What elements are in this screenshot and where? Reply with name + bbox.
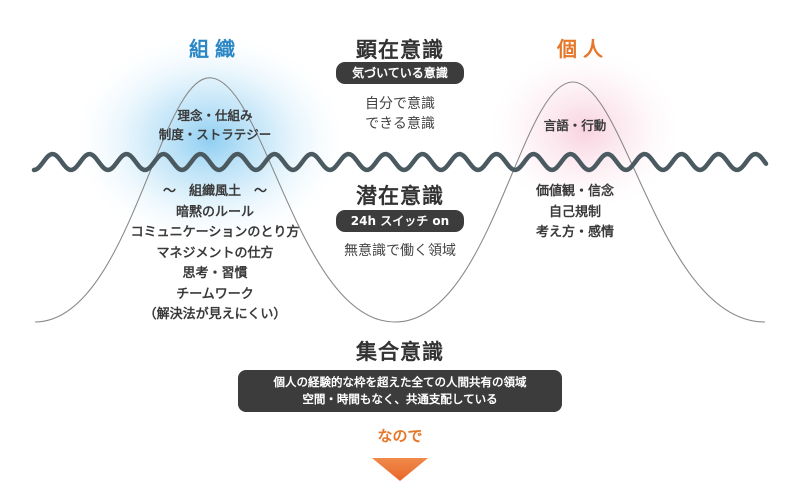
subconscious-tag: 24h スイッチ on bbox=[336, 210, 464, 232]
org-sub-line: 〜 組織風土 〜 bbox=[162, 184, 267, 199]
footer-text: なので bbox=[377, 427, 423, 445]
conscious-desc: 自分で意識 できる意識 bbox=[300, 94, 500, 134]
ind-sub-line: 価値観・信念 bbox=[535, 184, 614, 199]
collective-heading: 集合意識 bbox=[356, 340, 444, 364]
individual-title: 個人 bbox=[557, 37, 609, 61]
org-conscious-line: 制度・ストラテジー bbox=[158, 127, 272, 142]
subconscious-heading: 潜在意識 bbox=[356, 184, 444, 208]
collective-desc-box: 個人の経験的な枠を超えた全ての人間共有の領域 空間・時間もなく、共通支配している bbox=[238, 370, 562, 412]
wave-line bbox=[31, 151, 769, 173]
org-conscious-line: 理念・仕組み bbox=[177, 108, 253, 123]
individual-conscious-text: 言語・行動 bbox=[543, 118, 607, 133]
organization-conscious-text: 理念・仕組み 制度・ストラテジー bbox=[135, 106, 295, 144]
collective-desc-line: 空間・時間もなく、共通支配している bbox=[302, 392, 498, 406]
ind-sub-line: 自己規制 bbox=[548, 204, 601, 220]
org-sub-line: マネジメントの仕方 bbox=[156, 245, 274, 261]
organization-title: 組織 bbox=[189, 37, 241, 61]
individual-glow bbox=[490, 50, 680, 210]
ind-sub-line: 考え方・感情 bbox=[535, 225, 614, 240]
down-arrow-icon bbox=[372, 458, 428, 481]
conscious-tag: 気づいている意識 bbox=[336, 62, 464, 84]
organization-subconscious-text: 〜 組織風土 〜 暗黙のルール コミュニケーションのとり方 マネジメントの仕方 … bbox=[95, 182, 335, 326]
subconscious-desc: 無意識で働く領域 bbox=[344, 243, 456, 259]
mountain-curve bbox=[34, 77, 766, 323]
org-sub-line: チームワーク bbox=[176, 286, 254, 302]
collective-desc-line: 個人の経験的な枠を超えた全ての人間共有の領域 bbox=[273, 375, 527, 389]
organization-glow bbox=[75, 35, 345, 245]
individual-subconscious-text: 価値観・信念 自己規制 考え方・感情 bbox=[515, 182, 635, 244]
conscious-heading: 顕在意識 bbox=[356, 38, 444, 62]
conscious-desc-line: できる意識 bbox=[365, 116, 435, 132]
org-sub-line: 暗黙のルール bbox=[175, 204, 254, 220]
conscious-desc-line: 自分で意識 bbox=[365, 96, 435, 112]
org-sub-line: 思考・習慣 bbox=[182, 266, 248, 281]
org-sub-line: コミュニケーションのとり方 bbox=[130, 225, 300, 240]
org-sub-line: （解決法が見えにくい） bbox=[143, 307, 287, 322]
